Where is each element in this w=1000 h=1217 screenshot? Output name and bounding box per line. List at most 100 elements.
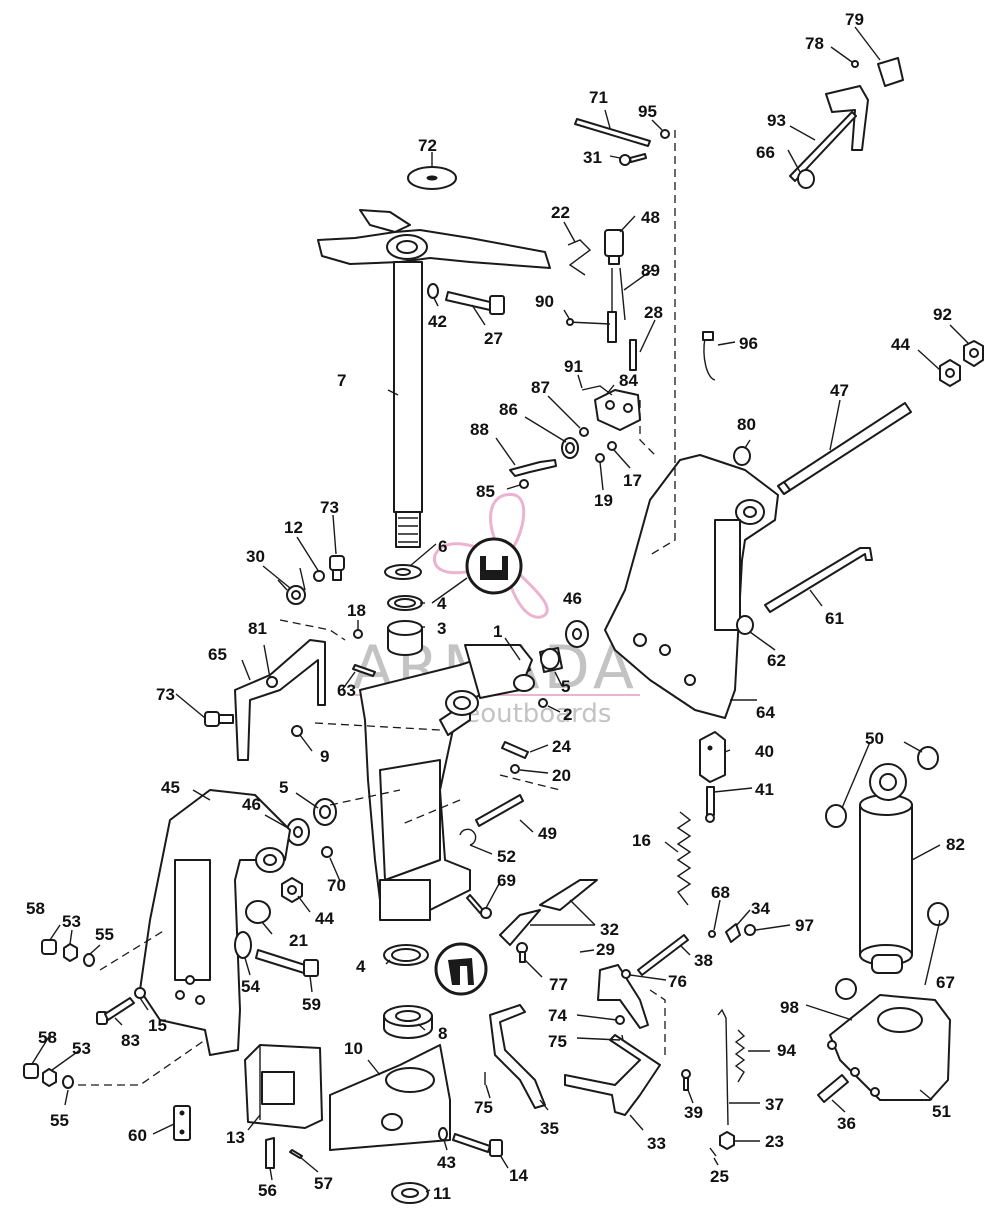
part-92-nut xyxy=(963,340,984,367)
part-43-washer xyxy=(438,1127,448,1141)
part-8-bearing xyxy=(383,1005,433,1039)
part-7-steering-shaft xyxy=(393,261,423,548)
callout-90: 90 xyxy=(535,292,554,311)
callout-65: 65 xyxy=(208,645,227,664)
callout-78: 78 xyxy=(805,34,824,53)
part-4-seal-upper xyxy=(387,595,423,611)
part-79-knob xyxy=(877,57,904,87)
part-81-washer xyxy=(266,676,278,688)
part-64-stern-bracket-right xyxy=(604,454,779,719)
callout-4-lower: 4 xyxy=(356,957,366,976)
callout-80: 80 xyxy=(737,415,756,434)
callout-39: 39 xyxy=(684,1103,703,1122)
part-50-bushings xyxy=(825,746,939,828)
part-33-lever xyxy=(564,1034,661,1116)
part-13-thrust-block xyxy=(244,1044,323,1129)
part-88-arm xyxy=(509,459,557,477)
callout-34: 34 xyxy=(751,899,770,918)
callout-81: 81 xyxy=(248,619,267,638)
callout-96: 96 xyxy=(739,334,758,353)
callout-66: 66 xyxy=(756,143,775,162)
callout-56: 56 xyxy=(258,1181,277,1200)
callout-31: 31 xyxy=(583,148,602,167)
callout-8: 8 xyxy=(438,1024,447,1043)
callout-labels: 1 2 3 4 4 5 5 6 7 8 9 10 11 12 13 14 15 … xyxy=(26,10,965,1203)
callout-59: 59 xyxy=(302,995,321,1014)
part-53-washer-top xyxy=(63,943,78,962)
part-3-bushing xyxy=(387,620,423,656)
callout-71: 71 xyxy=(589,88,608,107)
callout-58-top: 58 xyxy=(26,899,45,918)
part-73-bolt-lower xyxy=(204,711,234,727)
callout-21: 21 xyxy=(289,931,308,950)
callout-40: 40 xyxy=(755,742,774,761)
part-72-cap xyxy=(407,166,457,190)
part-56-clip xyxy=(265,1137,275,1169)
part-6-washer xyxy=(384,564,422,580)
callout-28: 28 xyxy=(644,303,663,322)
part-54-washer xyxy=(234,931,252,959)
callout-91: 91 xyxy=(564,357,583,376)
callout-53-bottom: 53 xyxy=(72,1039,91,1058)
callout-73-upper: 73 xyxy=(320,498,339,517)
callout-82: 82 xyxy=(946,835,965,854)
callout-52: 52 xyxy=(497,847,516,866)
part-87-washer xyxy=(579,427,589,437)
part-58-nut-top xyxy=(41,939,57,955)
callout-86: 86 xyxy=(499,400,518,419)
part-16-spring xyxy=(676,811,692,906)
part-4-seal-lower xyxy=(383,944,429,966)
callout-22: 22 xyxy=(551,203,570,222)
callout-48: 48 xyxy=(641,208,660,227)
callout-9: 9 xyxy=(320,747,329,766)
callout-6: 6 xyxy=(438,537,447,556)
part-14-bolt xyxy=(452,1133,503,1157)
part-5-bushing-left xyxy=(313,798,337,826)
callout-50: 50 xyxy=(865,729,884,748)
callout-75-left: 75 xyxy=(474,1098,493,1117)
callout-89: 89 xyxy=(641,261,660,280)
part-32-plates xyxy=(499,879,598,946)
callout-63: 63 xyxy=(337,681,356,700)
callout-23: 23 xyxy=(765,1132,784,1151)
part-78-screw xyxy=(851,60,859,68)
part-86-spring xyxy=(561,437,579,459)
part-68-pin xyxy=(708,930,716,938)
part-90-connector xyxy=(566,318,611,326)
callout-2: 2 xyxy=(563,705,572,724)
part-18-screw xyxy=(353,629,363,639)
part-84-switch xyxy=(594,389,641,431)
callout-70: 70 xyxy=(327,876,346,895)
part-66-bushing xyxy=(797,169,815,189)
callout-30: 30 xyxy=(246,547,265,566)
part-5-bushing-right xyxy=(539,647,563,673)
callout-43: 43 xyxy=(437,1153,456,1172)
part-89-wires xyxy=(607,267,626,343)
part-47-tilt-tube xyxy=(777,402,912,495)
part-67-bushings xyxy=(835,902,949,1000)
callout-85: 85 xyxy=(476,482,495,501)
callout-38: 38 xyxy=(694,951,713,970)
part-45-stern-bracket-left xyxy=(139,789,291,1056)
callout-47: 47 xyxy=(830,381,849,400)
callout-16: 16 xyxy=(632,831,651,850)
part-55-washer-bottom xyxy=(62,1075,74,1089)
part-73-bolt-upper xyxy=(329,555,345,581)
grease-fitting-icon-a xyxy=(431,537,523,604)
callout-37: 37 xyxy=(765,1095,784,1114)
part-37-rod xyxy=(717,1008,729,1126)
part-11-nut xyxy=(391,1182,429,1204)
callout-7: 7 xyxy=(337,371,346,390)
part-44-nut-left xyxy=(281,877,303,903)
part-48-plug xyxy=(604,229,624,265)
callout-17: 17 xyxy=(623,471,642,490)
callout-5-right: 5 xyxy=(561,677,570,696)
callout-73-lower: 73 xyxy=(156,685,175,704)
callout-24: 24 xyxy=(552,737,571,756)
callout-3: 3 xyxy=(437,619,446,638)
callout-20: 20 xyxy=(552,766,571,785)
part-59-bolt xyxy=(255,949,319,977)
callout-36: 36 xyxy=(837,1114,856,1133)
part-10-lower-housing xyxy=(329,1044,451,1151)
